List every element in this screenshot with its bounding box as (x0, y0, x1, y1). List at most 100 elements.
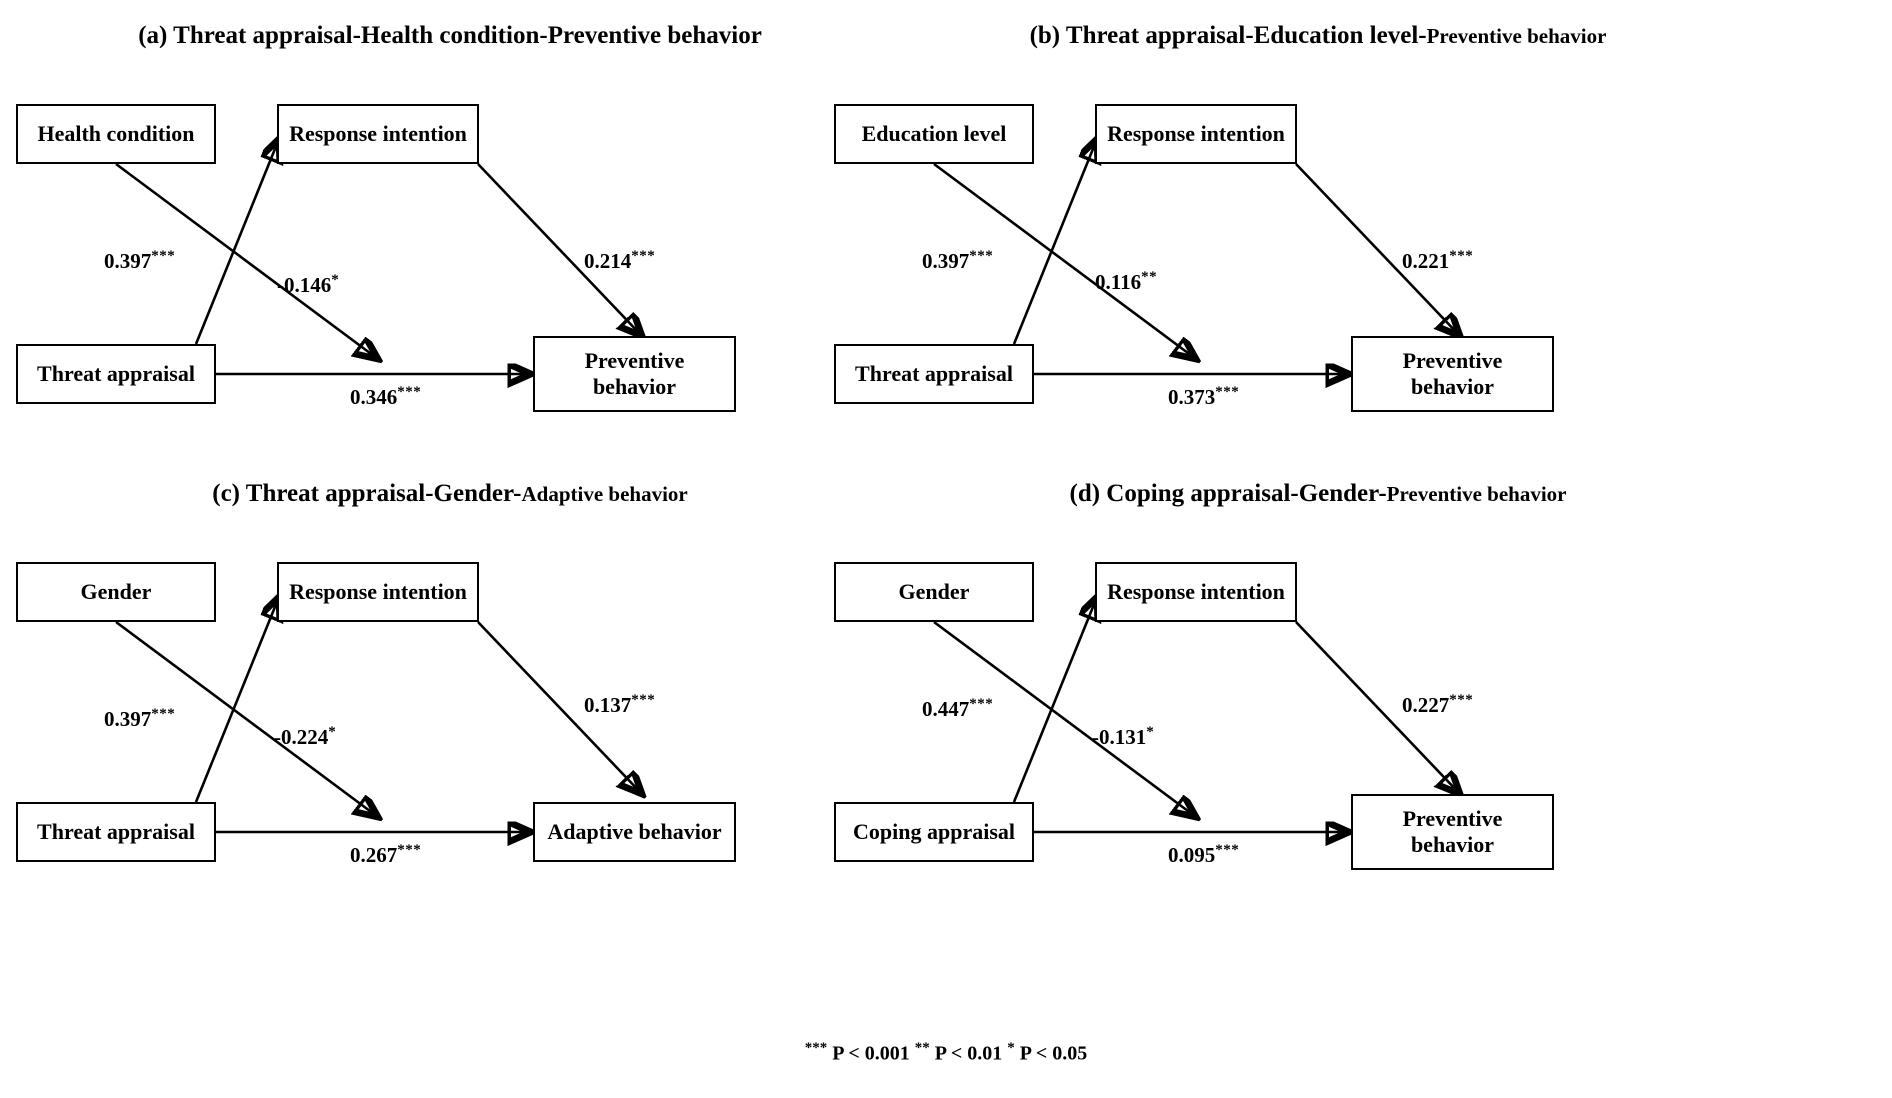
label-stars: * (1146, 724, 1155, 740)
label-stars: *** (151, 706, 176, 722)
label-stars: *** (969, 696, 994, 712)
label-predictor-to-outcome: 0.267*** (350, 842, 421, 868)
node-moderator-label: Gender (80, 579, 152, 605)
edge-predictor-to-mediator (1012, 139, 1097, 345)
node-predictor[interactable]: Threat appraisal (834, 344, 1034, 404)
panel-b-title-main: (b) Threat appraisal-Education level- (1029, 22, 1427, 49)
legend-stars-1: * (1007, 1040, 1015, 1056)
node-outcome[interactable]: Preventive behavior (1351, 336, 1554, 412)
node-outcome[interactable]: Preventive behavior (1351, 794, 1554, 870)
label-value: 0.373 (1168, 385, 1216, 409)
edge-moderator-to-outcome (933, 620, 1196, 817)
label-value: 0.221 (1402, 249, 1450, 273)
label-value: 0.397 (104, 249, 152, 273)
panel-b: (b) Threat appraisal-Education level-Pre… (818, 14, 1818, 444)
label-value: -0.131 (1092, 725, 1147, 749)
label-mediator-to-outcome: 0.221*** (1402, 248, 1473, 274)
label-predictor-to-mediator: 0.397*** (922, 248, 993, 274)
node-mediator-label: Response intention (289, 121, 467, 147)
node-outcome-label: Adaptive behavior (547, 819, 722, 845)
label-stars: *** (1449, 692, 1474, 708)
panel-c-links (115, 472, 900, 902)
node-outcome[interactable]: Preventive behavior (533, 336, 736, 412)
node-mediator-label: Response intention (289, 579, 467, 605)
label-value: 0.346 (350, 385, 398, 409)
node-predictor-label: Threat appraisal (855, 361, 1013, 387)
label-moderator-to-outcome: -0.146* (277, 272, 339, 298)
label-moderator-to-outcome: -0.131* (1092, 724, 1154, 750)
node-predictor[interactable]: Threat appraisal (16, 344, 216, 404)
label-stars: * (331, 272, 340, 288)
panel-c-title: (c) Threat appraisal-Gender-Adaptive beh… (0, 480, 900, 508)
label-stars: *** (1215, 384, 1240, 400)
label-value: 0.214 (584, 249, 632, 273)
node-mediator-label: Response intention (1107, 579, 1285, 605)
node-predictor-label: Coping appraisal (853, 819, 1015, 845)
edge-moderator-to-outcome (115, 162, 378, 359)
label-value: 0.267 (350, 843, 398, 867)
label-stars: *** (969, 248, 994, 264)
label-value: -0.224 (274, 725, 329, 749)
panel-d-title-sub: Preventive behavior (1386, 482, 1567, 506)
label-value: 0.227 (1402, 693, 1450, 717)
label-mediator-to-outcome: 0.214*** (584, 248, 655, 274)
panel-a-title: (a) Threat appraisal-Health condition-Pr… (0, 22, 900, 50)
label-stars: *** (1449, 248, 1474, 264)
label-predictor-to-outcome: 0.373*** (1168, 384, 1239, 410)
node-mediator-label: Response intention (1107, 121, 1285, 147)
label-value: 0.447 (922, 697, 970, 721)
label-stars: * (328, 724, 337, 740)
node-moderator[interactable]: Education level (834, 104, 1034, 164)
node-outcome-label: Preventive behavior (1402, 348, 1503, 399)
node-predictor-label: Threat appraisal (37, 361, 195, 387)
edge-predictor-to-mediator (194, 597, 279, 803)
label-predictor-to-mediator: 0.447*** (922, 696, 993, 722)
node-predictor[interactable]: Threat appraisal (16, 802, 216, 862)
edge-moderator-to-outcome (115, 620, 378, 817)
node-predictor-label: Threat appraisal (37, 819, 195, 845)
node-moderator[interactable]: Gender (16, 562, 216, 622)
node-moderator[interactable]: Health condition (16, 104, 216, 164)
panel-d: (d) Coping appraisal-Gender-Preventive b… (818, 472, 1818, 902)
panel-c-title-main: (c) Threat appraisal-Gender- (212, 480, 522, 507)
edge-predictor-to-mediator (1012, 597, 1097, 803)
node-moderator[interactable]: Gender (834, 562, 1034, 622)
edge-mediator-to-outcome (477, 163, 642, 336)
node-moderator-label: Education level (861, 121, 1007, 147)
legend-stars-2: ** (914, 1040, 930, 1056)
panel-a-title-main: (a) Threat appraisal-Health condition-Pr… (138, 22, 762, 49)
label-stars: ** (1141, 269, 1158, 285)
panel-a: (a) Threat appraisal-Health condition-Pr… (0, 14, 900, 444)
label-stars: *** (151, 248, 176, 264)
legend-stars-3: *** (804, 1040, 828, 1056)
legend-text-2: P < 0.01 (929, 1042, 1008, 1065)
panel-b-title-sub: Preventive behavior (1426, 24, 1607, 48)
panel-a-links (115, 14, 900, 444)
node-outcome-label: Preventive behavior (1402, 806, 1503, 857)
label-value: 0.116 (1095, 270, 1142, 294)
panel-b-links (933, 14, 1818, 444)
node-moderator-label: Gender (898, 579, 970, 605)
legend-text-3: P < 0.001 (827, 1042, 915, 1065)
legend-text-1: P < 0.05 (1014, 1042, 1088, 1065)
node-mediator[interactable]: Response intention (277, 104, 479, 164)
node-outcome[interactable]: Adaptive behavior (533, 802, 736, 862)
node-mediator[interactable]: Response intention (1095, 104, 1297, 164)
panel-b-title: (b) Threat appraisal-Education level-Pre… (818, 22, 1818, 50)
node-mediator[interactable]: Response intention (277, 562, 479, 622)
label-predictor-to-mediator: 0.397*** (104, 706, 175, 732)
label-value: -0.146 (277, 273, 332, 297)
panel-c: (c) Threat appraisal-Gender-Adaptive beh… (0, 472, 900, 902)
label-value: 0.137 (584, 693, 632, 717)
panel-c-title-sub: Adaptive behavior (521, 482, 688, 506)
node-predictor[interactable]: Coping appraisal (834, 802, 1034, 862)
edge-mediator-to-outcome (477, 621, 642, 794)
label-predictor-to-outcome: 0.095*** (1168, 842, 1239, 868)
node-mediator[interactable]: Response intention (1095, 562, 1297, 622)
panel-d-title: (d) Coping appraisal-Gender-Preventive b… (818, 480, 1818, 508)
label-predictor-to-mediator: 0.397*** (104, 248, 175, 274)
label-value: 0.095 (1168, 843, 1216, 867)
label-value: 0.397 (104, 707, 152, 731)
label-stars: *** (631, 692, 656, 708)
